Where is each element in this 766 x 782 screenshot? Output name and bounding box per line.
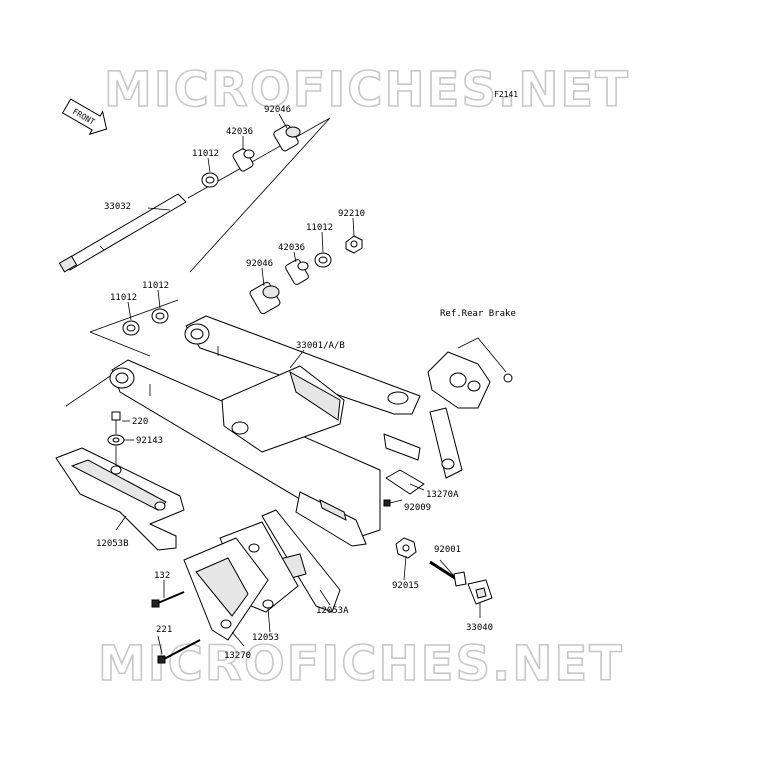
callout-92015: 92015 <box>392 581 419 591</box>
callout-92009: 92009 <box>404 503 431 513</box>
diagram-code: F2141 <box>494 90 518 99</box>
watermark-top: MICROFICHES.NET <box>104 62 630 118</box>
front-arrow-icon <box>61 98 108 136</box>
callout-12053b: 12053B <box>96 539 129 549</box>
screw-92009 <box>383 499 403 507</box>
leader-line <box>127 301 132 321</box>
callout-11012-mid: 11012 <box>306 223 333 233</box>
plate-13270a <box>385 469 425 495</box>
seal-11012-left1 <box>122 320 140 336</box>
guide-line <box>89 299 179 333</box>
bushing-92046-top <box>273 124 301 152</box>
callout-92210: 92210 <box>338 209 365 219</box>
callout-33001: 33001/A/B <box>296 341 345 351</box>
callout-11012-left1: 11012 <box>110 293 137 303</box>
callout-92143: 92143 <box>136 436 163 446</box>
seal-11012-top <box>201 172 219 188</box>
leader-line <box>157 289 161 309</box>
bolt-92001 <box>429 560 467 587</box>
callout-221: 221 <box>156 625 172 635</box>
leader-line <box>157 635 163 655</box>
callout-13270: 13270 <box>224 651 251 661</box>
seal-11012-left2 <box>151 308 169 324</box>
leader-line <box>352 217 355 237</box>
pivot-shaft-33032 <box>58 193 187 273</box>
callout-12053: 12053 <box>252 633 279 643</box>
leader-line <box>147 207 171 211</box>
callout-11012-left2: 11012 <box>142 281 169 291</box>
bolt-220 <box>111 411 121 421</box>
leader-line <box>319 589 331 606</box>
callout-11012-top: 11012 <box>192 149 219 159</box>
leader-line <box>278 113 288 129</box>
rear-brake-bracket <box>427 351 491 479</box>
callout-42036-mid: 42036 <box>278 243 305 253</box>
leader-line <box>231 631 245 647</box>
sleeve-42036-top <box>232 148 255 172</box>
plate-13270 <box>183 537 269 641</box>
ref-leader <box>457 337 507 373</box>
callout-12053a: 12053A <box>316 606 349 616</box>
leader-line <box>321 231 324 253</box>
nut-92015 <box>395 537 417 559</box>
callout-92046-top: 92046 <box>264 105 291 115</box>
callout-132: 132 <box>154 571 170 581</box>
swingarm-33001 <box>109 315 421 547</box>
nut-92210 <box>345 235 363 254</box>
bushing-92046-mid <box>249 281 281 315</box>
block-33040 <box>467 579 493 605</box>
leader-line <box>293 251 297 263</box>
leader-line <box>267 607 271 633</box>
bolt-132 <box>151 591 185 608</box>
callout-220: 220 <box>132 417 148 427</box>
sleeve-42036-mid <box>285 259 309 285</box>
guide-line <box>89 331 151 357</box>
chain-guide-12053b <box>55 447 185 551</box>
washer-92143 <box>107 434 125 446</box>
leader-line <box>409 483 425 491</box>
watermark-bottom: MICROFICHES.NET <box>98 636 624 692</box>
leader-line <box>115 515 127 531</box>
leader-line <box>403 555 407 581</box>
callout-92001: 92001 <box>434 545 461 555</box>
guide-line <box>189 117 331 273</box>
leader-line <box>439 559 455 577</box>
leader-line <box>261 267 265 287</box>
callout-ref-rear-brake: Ref.Rear Brake <box>440 309 516 319</box>
leader-line <box>289 349 305 369</box>
callout-33040: 33040 <box>466 623 493 633</box>
callout-92046-mid: 92046 <box>246 259 273 269</box>
bolt-ref-brake <box>503 373 513 383</box>
callout-33032: 33032 <box>104 202 131 212</box>
callout-42036-top: 42036 <box>226 127 253 137</box>
leader-line <box>207 157 211 173</box>
seal-11012-mid <box>314 252 332 268</box>
callout-13270a: 13270A <box>426 490 459 500</box>
bolt-221 <box>157 639 201 664</box>
